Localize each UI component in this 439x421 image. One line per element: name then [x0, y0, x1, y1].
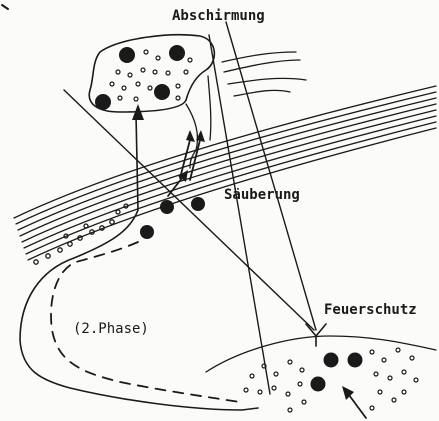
abschirmung-group: [89, 35, 214, 112]
label-saeuberung: Säuberung: [224, 187, 300, 203]
feuerschutz-soldiers: [311, 353, 363, 392]
stray-mark: [2, 5, 8, 9]
label-phase-2: (2.Phase): [73, 321, 149, 337]
abschirmung-soldiers: [95, 45, 185, 110]
label-abschirmung: Abschirmung: [172, 8, 265, 24]
label-feuerschutz: Feuerschutz: [324, 302, 417, 318]
feuerschutz-group: [206, 324, 436, 418]
hedgerow-lines: [14, 86, 436, 260]
passage-lines: [186, 52, 306, 168]
saeuberung-soldiers: [140, 197, 205, 239]
movement-path-outer: [20, 114, 258, 410]
